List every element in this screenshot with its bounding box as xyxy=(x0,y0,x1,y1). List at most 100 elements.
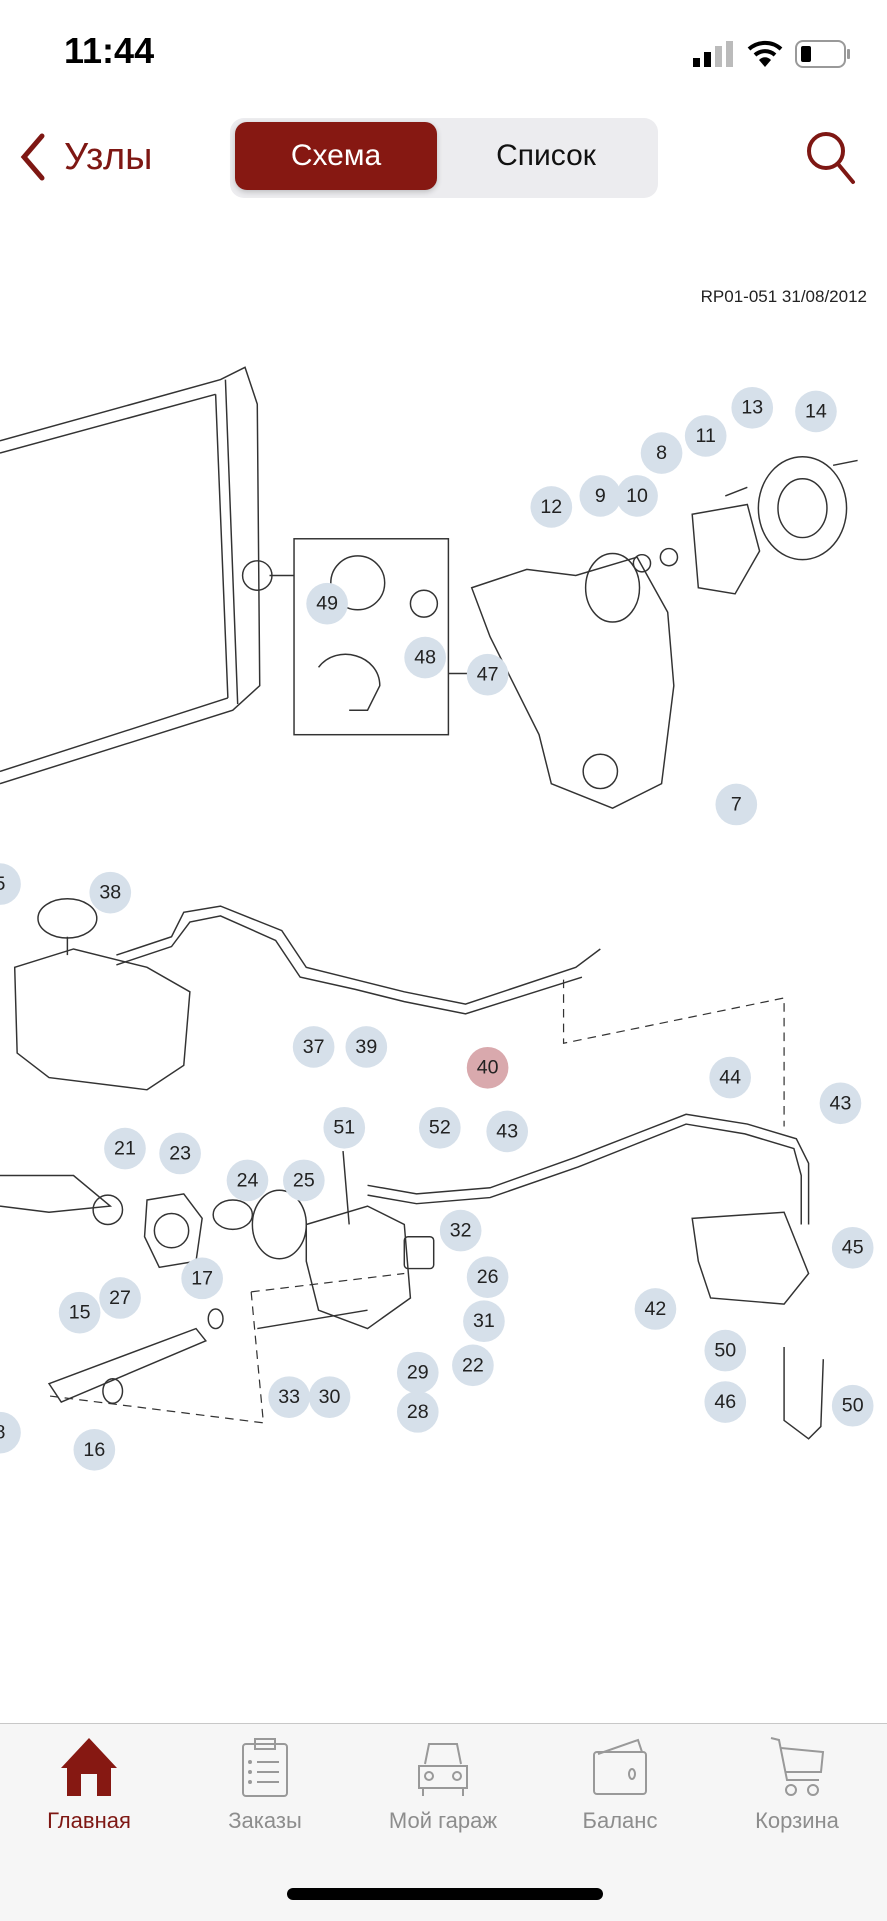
callout-bubble[interactable] xyxy=(418,1106,461,1149)
callout-bubble[interactable] xyxy=(466,1256,509,1298)
tab-scheme[interactable]: Схема xyxy=(235,122,437,190)
callout-bubble[interactable] xyxy=(345,1026,388,1068)
callout-8[interactable]: 8 xyxy=(640,432,683,474)
search-button[interactable] xyxy=(805,130,857,191)
callout-bubble[interactable] xyxy=(819,1082,862,1125)
callout-15[interactable]: 15 xyxy=(58,1291,101,1334)
callout-bubble[interactable] xyxy=(795,390,837,433)
callout-23[interactable]: 23 xyxy=(159,1132,201,1175)
callout-45[interactable]: 45 xyxy=(831,1226,874,1269)
callout-label: 38 xyxy=(99,882,121,904)
callout-32[interactable]: 32 xyxy=(439,1209,482,1252)
callout-13[interactable]: 13 xyxy=(731,386,774,429)
callout-9[interactable]: 9 xyxy=(579,475,622,517)
callout-bubble[interactable] xyxy=(463,1300,505,1343)
callout-44[interactable]: 44 xyxy=(709,1056,752,1099)
tab-garage[interactable]: Мой гараж xyxy=(358,1736,528,1834)
tab-list[interactable]: Список xyxy=(496,139,596,172)
callout-bubble[interactable] xyxy=(704,1381,747,1423)
callout-bubble[interactable] xyxy=(99,1277,141,1319)
callout-bubble[interactable] xyxy=(634,1288,677,1330)
callout-49[interactable]: 49 xyxy=(306,582,348,625)
callout-bubble[interactable] xyxy=(616,475,658,517)
callout-14[interactable]: 14 xyxy=(795,390,837,433)
callout-bubble[interactable] xyxy=(396,1351,439,1394)
callout-29[interactable]: 29 xyxy=(396,1351,439,1394)
callout-8[interactable]: 8 xyxy=(0,1411,21,1454)
callout-25[interactable]: 25 xyxy=(283,1159,325,1202)
callout-50[interactable]: 50 xyxy=(704,1329,747,1372)
callout-bubble[interactable] xyxy=(831,1384,874,1427)
callout-bubble[interactable] xyxy=(466,653,509,696)
callout-bubble[interactable] xyxy=(181,1257,223,1300)
callout-bubble[interactable] xyxy=(731,386,774,429)
callout-40[interactable]: 40 xyxy=(466,1046,509,1089)
callout-bubble[interactable] xyxy=(404,636,446,679)
callout-17[interactable]: 17 xyxy=(181,1257,223,1300)
callout-33[interactable]: 33 xyxy=(268,1376,310,1418)
callout-24[interactable]: 24 xyxy=(226,1159,269,1202)
callout-bubble[interactable] xyxy=(292,1026,335,1068)
tab-orders[interactable]: Заказы xyxy=(180,1736,350,1834)
callout-26[interactable]: 26 xyxy=(466,1256,509,1298)
callout-30[interactable]: 30 xyxy=(308,1376,351,1418)
callout-bubble[interactable] xyxy=(684,415,727,457)
callout-46[interactable]: 46 xyxy=(704,1381,747,1423)
tab-cart[interactable]: Корзина xyxy=(712,1736,882,1834)
callout-bubble[interactable] xyxy=(715,783,758,826)
callout-48[interactable]: 48 xyxy=(404,636,446,679)
callout-50[interactable]: 50 xyxy=(831,1384,874,1427)
callout-bubble[interactable] xyxy=(104,1127,146,1170)
callout-39[interactable]: 39 xyxy=(345,1026,388,1068)
callout-bubble[interactable] xyxy=(226,1159,269,1202)
callout-bubble[interactable] xyxy=(579,475,622,517)
callout-43[interactable]: 43 xyxy=(819,1082,862,1125)
callout-bubble[interactable] xyxy=(466,1046,509,1089)
callout-47[interactable]: 47 xyxy=(466,653,509,696)
callout-28[interactable]: 28 xyxy=(396,1391,439,1433)
callout-5[interactable]: 5 xyxy=(0,863,21,905)
callout-42[interactable]: 42 xyxy=(634,1288,677,1330)
tab-balance[interactable]: Баланс xyxy=(535,1736,705,1834)
callout-bubble[interactable] xyxy=(831,1226,874,1269)
callout-bubble[interactable] xyxy=(396,1391,439,1433)
callout-bubble[interactable] xyxy=(58,1291,101,1334)
callout-bubble[interactable] xyxy=(439,1209,482,1252)
callout-label: 42 xyxy=(645,1298,667,1320)
callout-bubble[interactable] xyxy=(308,1376,351,1418)
callout-37[interactable]: 37 xyxy=(292,1026,335,1068)
callout-10[interactable]: 10 xyxy=(616,475,658,517)
callout-51[interactable]: 51 xyxy=(323,1106,366,1149)
callout-bubble[interactable] xyxy=(452,1344,494,1387)
callout-31[interactable]: 31 xyxy=(463,1300,505,1343)
tab-home[interactable]: Главная xyxy=(4,1736,174,1834)
callout-7[interactable]: 7 xyxy=(715,783,758,826)
callout-bubble[interactable] xyxy=(73,1428,116,1471)
callout-bubble[interactable] xyxy=(268,1376,310,1418)
callout-bubble[interactable] xyxy=(530,486,573,528)
callout-22[interactable]: 22 xyxy=(452,1344,494,1387)
callout-16[interactable]: 16 xyxy=(73,1428,116,1471)
callout-bubble[interactable] xyxy=(640,432,683,474)
callout-bubble[interactable] xyxy=(159,1132,201,1175)
callout-52[interactable]: 52 xyxy=(418,1106,461,1149)
callout-27[interactable]: 27 xyxy=(99,1277,141,1319)
callout-bubble[interactable] xyxy=(89,871,132,914)
callout-bubble[interactable] xyxy=(486,1110,529,1153)
callout-label: 13 xyxy=(741,397,763,419)
callout-bubble[interactable] xyxy=(704,1329,747,1372)
callout-bubble[interactable] xyxy=(283,1159,325,1202)
callout-bubble[interactable] xyxy=(0,863,21,905)
callout-label: 32 xyxy=(450,1220,472,1242)
callout-bubble[interactable] xyxy=(0,1411,21,1454)
callout-21[interactable]: 21 xyxy=(104,1127,146,1170)
back-button[interactable]: Узлы xyxy=(18,132,153,182)
callout-38[interactable]: 38 xyxy=(89,871,132,914)
callout-12[interactable]: 12 xyxy=(530,486,573,528)
callout-bubble[interactable] xyxy=(709,1056,752,1099)
callout-bubble[interactable] xyxy=(323,1106,366,1149)
callout-11[interactable]: 11 xyxy=(684,415,727,457)
callout-43[interactable]: 43 xyxy=(486,1110,529,1153)
callout-bubble[interactable] xyxy=(306,582,348,625)
